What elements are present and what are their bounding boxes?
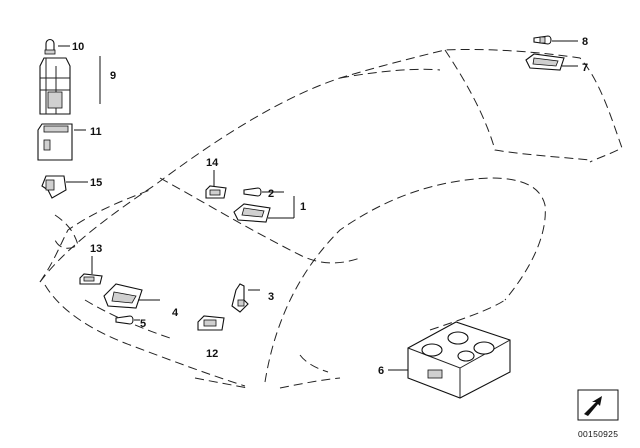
callout-12: 12	[206, 348, 218, 360]
callout-2: 2	[268, 188, 274, 200]
bulb-part-2	[243, 187, 262, 197]
callout-1: 1	[300, 201, 306, 213]
housing-part-11	[37, 123, 73, 161]
callout-3: 3	[268, 291, 274, 303]
callout-15: 15	[90, 177, 102, 189]
callout-14: 14	[206, 157, 219, 169]
callout-11: 11	[90, 126, 102, 138]
callout-4: 4	[172, 307, 179, 319]
diagram-code: 00150925	[578, 429, 618, 439]
callout-10: 10	[72, 41, 84, 53]
callout-9: 9	[110, 70, 116, 82]
callout-6: 6	[378, 365, 384, 377]
callout-13: 13	[90, 243, 102, 255]
connector-part-14	[205, 185, 227, 199]
light-housing-part-7	[525, 53, 565, 71]
callout-8: 8	[582, 36, 588, 48]
light-housing-part-1	[233, 203, 271, 223]
direction-arrow-icon	[577, 389, 619, 421]
car-body-outline	[39, 48, 623, 389]
connector-part-12	[197, 315, 225, 331]
bulb-part-10	[44, 38, 56, 55]
callout-5: 5	[140, 318, 146, 330]
switch-part-3	[231, 283, 249, 313]
clip-part-15	[41, 175, 67, 199]
bulb-part-5	[115, 315, 134, 325]
callout-7: 7	[582, 62, 588, 74]
light-housing-part-4	[103, 283, 143, 309]
lamp-unit-part-9	[39, 57, 71, 115]
parts-box-part-6	[407, 321, 511, 399]
bulb-part-8	[533, 35, 552, 45]
connector-part-13	[79, 273, 103, 285]
